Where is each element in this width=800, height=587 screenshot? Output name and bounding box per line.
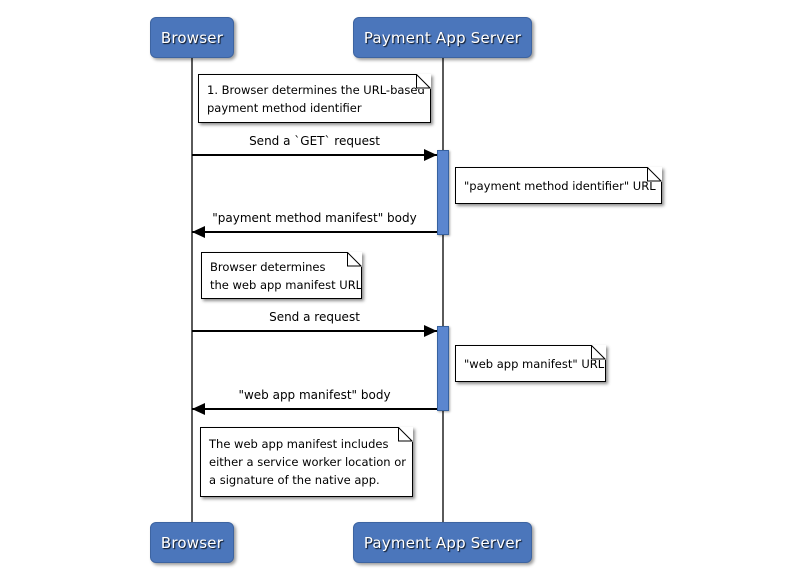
note-text: Browser determines — [210, 259, 326, 274]
message-send-a-request: Send a request — [192, 310, 437, 337]
message-line — [192, 325, 437, 337]
note-web-app-manifest-url: "web app manifest" URL — [455, 345, 606, 382]
actor-browser-bottom: Browser — [150, 522, 234, 563]
actor-payment-app-server-top: Payment App Server — [353, 17, 532, 58]
message-line — [192, 149, 437, 161]
arrowhead-right-icon — [424, 149, 437, 161]
arrowhead-right-icon — [424, 325, 437, 337]
note-text: "payment method identifier" URL — [464, 178, 656, 193]
message-label: "web app manifest" body — [238, 388, 391, 402]
note-text: either a service worker location or — [209, 455, 407, 469]
note-text: a signature of the native app. — [209, 473, 380, 487]
note-web-app-manifest-contents: The web app manifest includes either a s… — [200, 427, 413, 497]
activation-bar-get-request — [437, 150, 449, 235]
note-browser-determines-web-app-manifest-url: Browser determines the web app manifest … — [201, 252, 362, 299]
actor-payment-app-server-bottom: Payment App Server — [353, 522, 532, 563]
actor-browser-top: Browser — [150, 17, 234, 58]
note-fold-icon — [347, 252, 362, 267]
lifeline-browser — [191, 58, 193, 522]
actor-label: Browser — [160, 533, 224, 552]
message-web-app-manifest-body: "web app manifest" body — [192, 388, 437, 415]
arrowhead-left-icon — [192, 403, 205, 415]
arrowhead-left-icon — [192, 226, 205, 238]
actor-label: Browser — [160, 28, 224, 47]
note-text: the web app manifest URL — [210, 277, 363, 292]
message-line — [192, 226, 437, 238]
note-text: 1. Browser determines the URL-based — [207, 82, 425, 97]
note-fold-icon — [591, 345, 606, 360]
note-text: The web app manifest includes — [209, 437, 389, 451]
message-send-get-request: Send a `GET` request — [192, 134, 437, 161]
note-payment-method-identifier-url: "payment method identifier" URL — [455, 167, 662, 204]
message-label: Send a request — [269, 310, 360, 324]
note-payment-method-identifier-step: 1. Browser determines the URL-based paym… — [198, 74, 431, 123]
note-text: payment method identifier — [207, 100, 362, 115]
message-label: Send a `GET` request — [249, 134, 380, 148]
note-text: "web app manifest" URL — [464, 356, 605, 371]
note-fold-icon — [416, 74, 431, 89]
note-fold-icon — [647, 167, 662, 182]
actor-label: Payment App Server — [363, 28, 522, 47]
message-payment-method-manifest-body: "payment method manifest" body — [192, 211, 437, 238]
lifeline-payment-app-server — [442, 58, 444, 522]
note-fold-icon — [398, 427, 413, 442]
activation-bar-manifest-request — [437, 326, 449, 411]
message-line — [192, 403, 437, 415]
actor-label: Payment App Server — [363, 533, 522, 552]
message-label: "payment method manifest" body — [212, 211, 417, 225]
